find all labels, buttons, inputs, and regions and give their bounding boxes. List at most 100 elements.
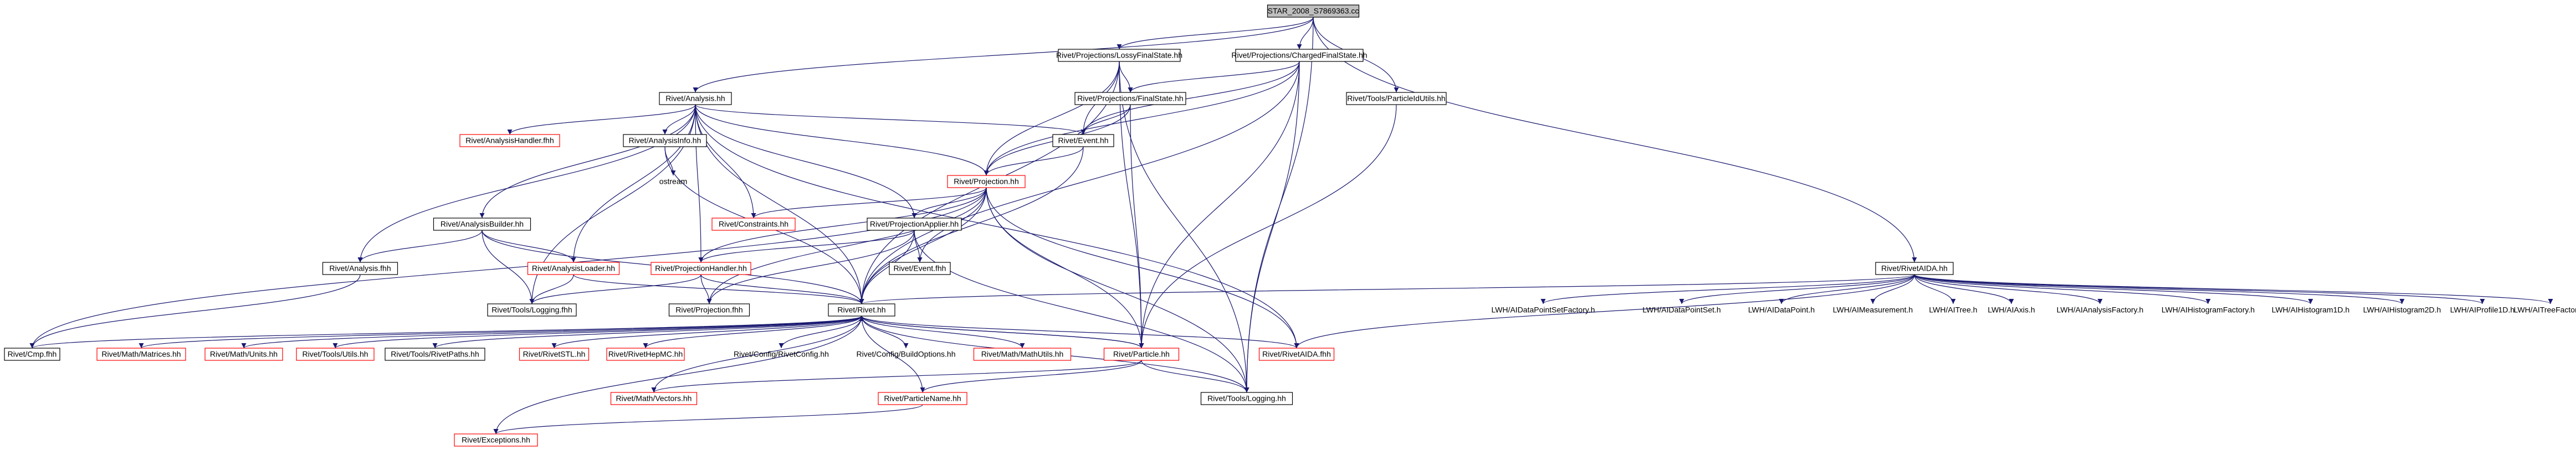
node-charged[interactable]: Rivet/Projections/ChargedFinalState.hh [1231,49,1368,62]
edge-projection-to-rivetaidafhh [986,187,1299,349]
node-dpoint: LWH/AIDataPoint.h [1748,306,1815,314]
node-analysishandler[interactable]: Rivet/AnalysisHandler.fhh [459,134,560,147]
node-box-particle [1103,348,1180,361]
node-label-root: STAR_2008_S7869363.cc [1268,7,1359,15]
node-box-projection [947,175,1026,188]
edge-analysis-to-analysisloader [571,104,696,263]
node-loggingfhh[interactable]: Rivet/Tools/Logging.fhh [487,303,577,317]
node-cmp[interactable]: Rivet/Cmp.fhh [4,348,60,361]
edge-rivetaidahh-to-rivetaidafhh [1294,274,1915,349]
node-analysisloader[interactable]: Rivet/AnalysisLoader.hh [527,262,620,275]
node-aiaxis: LWH/AIAxis.h [1988,306,2035,314]
node-finalstate[interactable]: Rivet/Projections/FinalState.hh [1074,92,1186,105]
edge-rivetaidahh-to-dpset [1679,274,1915,304]
node-box-analysishandler [459,134,560,147]
node-box-eventfhh [889,262,951,275]
node-label-particle: Rivet/Particle.hh [1113,350,1170,359]
node-label-dpset: LWH/AIDataPointSet.h [1642,306,1720,314]
node-analysis[interactable]: Rivet/Analysis.hh [659,92,732,105]
node-rivetconfig: Rivet/Config/RivetConfig.hh [734,350,829,359]
node-root[interactable]: STAR_2008_S7869363.cc [1267,4,1360,18]
node-rivetaidahh[interactable]: Rivet/RivetAIDA.hh [1875,262,1954,275]
edge-projhandler-to-loggingfhh [529,274,701,304]
edge-root-to-analysis [693,17,1314,93]
node-analysisbuilder[interactable]: Rivet/AnalysisBuilder.hh [433,218,531,231]
node-label-rivetaidafhh: Rivet/RivetAIDA.fhh [1262,350,1331,359]
node-vectors[interactable]: Rivet/Math/Vectors.hh [610,392,698,405]
node-particlename[interactable]: Rivet/ParticleName.hh [878,392,967,405]
edge-charged-to-projection [984,61,1300,176]
node-particle[interactable]: Rivet/Particle.hh [1103,348,1180,361]
edge-particlename-to-exceptions [493,404,923,435]
node-projapplier[interactable]: Rivet/ProjectionApplier.hh [867,218,962,231]
node-dpset: LWH/AIDataPointSet.h [1642,306,1720,314]
node-label-event: Rivet/Event.hh [1058,136,1108,145]
node-matrices[interactable]: Rivet/Math/Matrices.hh [96,348,186,361]
node-box-charged [1235,49,1364,62]
node-projhandler[interactable]: Rivet/ProjectionHandler.hh [651,262,751,275]
node-label-aiaxis: LWH/AIAxis.h [1988,306,2035,314]
node-box-analysis [659,92,732,105]
node-label-analysishandler: Rivet/AnalysisHandler.fhh [465,136,554,145]
node-analysisfhh[interactable]: Rivet/Analysis.fhh [322,262,398,275]
edge-rivet-to-cmp [29,315,862,349]
node-event[interactable]: Rivet/Event.hh [1052,134,1114,147]
edge-projapplier-to-rivet [859,230,915,304]
node-analysisinfo[interactable]: Rivet/AnalysisInfo.hh [623,134,707,147]
node-projfhh[interactable]: Rivet/Projection.fhh [668,303,750,317]
edge-analysis-to-rivetaidafhh [695,104,1299,349]
node-label-dpsfactory: LWH/AIDataPointSetFactory.h [1492,306,1595,314]
node-box-projhandler [651,262,751,275]
node-profile1d: LWH/AIProfile1D.h [2450,306,2514,314]
node-aitree: LWH/AITree.h [1929,306,1977,314]
node-rivet[interactable]: Rivet/Rivet.hh [828,303,895,317]
node-constraints[interactable]: Rivet/Constraints.hh [711,218,796,231]
edge-particleidutils-to-particle [1139,104,1397,349]
node-utils[interactable]: Rivet/Tools/Utils.hh [296,348,375,361]
node-ostream: ostream [659,177,688,186]
node-projection[interactable]: Rivet/Projection.hh [947,175,1026,188]
node-label-aitree: LWH/AITree.h [1929,306,1977,314]
edge-analysis-to-analysisinfo [662,104,696,135]
node-box-root [1267,4,1360,18]
node-label-analysisbuilder: Rivet/AnalysisBuilder.hh [441,220,524,229]
edge-rivetaidahh-to-aiaxis [1914,274,2014,304]
node-exceptions[interactable]: Rivet/Exceptions.hh [454,433,538,447]
edge-lossy-to-logginghh [1119,61,1249,393]
node-rivethepmc[interactable]: Rivet/RivetHepMC.hh [606,348,685,361]
edge-root-to-rivetaidahh [1313,17,1917,263]
edge-event-to-rivet [859,146,1084,304]
node-mathutils[interactable]: Rivet/Math/MathUtils.hh [973,348,1072,361]
node-label-analysisinfo: Rivet/AnalysisInfo.hh [629,136,701,145]
node-label-projhandler: Rivet/ProjectionHandler.hh [655,264,747,273]
edge-rivet-to-rivethepmc [643,315,862,349]
edge-particle-to-rivet [859,315,1142,349]
edge-particle-to-vectors [651,360,1142,393]
node-rivetaidafhh[interactable]: Rivet/RivetAIDA.fhh [1258,348,1335,361]
edge-lossy-to-projection [984,61,1120,176]
node-box-particlename [878,392,967,405]
edge-root-to-lossy [1117,17,1314,50]
node-box-exceptions [454,433,538,447]
node-particleidutils[interactable]: Rivet/Tools/ParticleIdUtils.hh [1346,92,1447,105]
node-eventfhh[interactable]: Rivet/Event.fhh [889,262,951,275]
node-label-finalstate: Rivet/Projections/FinalState.hh [1077,94,1183,103]
edge-analysis-to-constraints [695,104,756,219]
node-logginghh[interactable]: Rivet/Tools/Logging.hh [1200,392,1293,405]
node-rivetpaths[interactable]: Rivet/Tools/RivetPaths.hh [385,348,485,361]
edge-projection-to-constraints [751,187,987,219]
edge-particle-to-particlename [920,360,1142,393]
node-lossy[interactable]: Rivet/Projections/LossyFinalState.hh [1056,49,1182,62]
node-box-mathutils [973,348,1072,361]
edge-analysis-to-projhandler [695,104,704,263]
edge-event-to-projection [984,146,1084,176]
node-units[interactable]: Rivet/Math/Units.hh [204,348,283,361]
node-box-rivetpaths [385,348,485,361]
node-label-projapplier: Rivet/ProjectionApplier.hh [870,220,959,229]
edge-analysisloader-to-rivet [573,274,864,304]
node-label-projfhh: Rivet/Projection.fhh [675,306,742,314]
node-rivetstl[interactable]: Rivet/RivetSTL.hh [519,348,590,361]
node-box-constraints [711,218,796,231]
node-label-dpoint: LWH/AIDataPoint.h [1748,306,1815,314]
node-dpsfactory: LWH/AIDataPointSetFactory.h [1492,306,1595,314]
